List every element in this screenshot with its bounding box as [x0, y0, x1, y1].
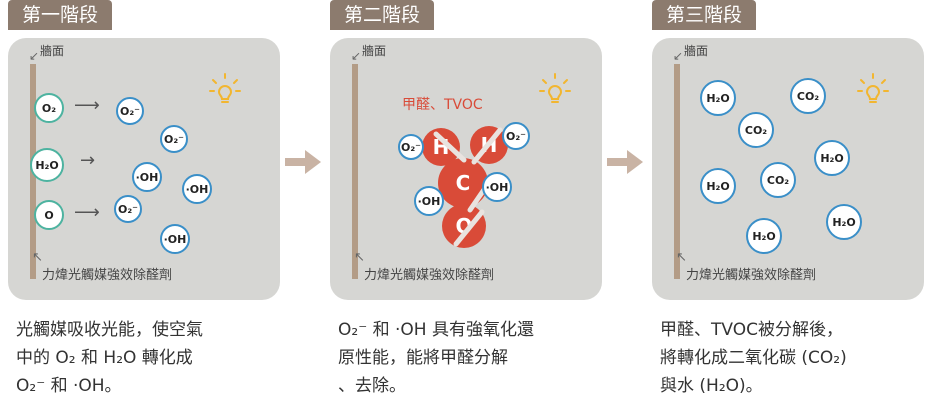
- pointer-arrow-icon: ↙: [673, 49, 684, 63]
- molecule-o2: O₂: [34, 93, 64, 123]
- light-bulb-icon: [209, 73, 241, 103]
- molecule-hydroxyl: ·OH: [160, 224, 190, 254]
- molecule-h2o: H₂O: [746, 218, 782, 254]
- wall-bar: [352, 64, 358, 279]
- catalyst-label: 力煒光觸媒強效除醛劑: [686, 268, 817, 283]
- wall-label: 牆面: [362, 44, 387, 58]
- wall-label: 牆面: [40, 44, 65, 58]
- stage-panel: ↙ 牆面 O₂ ⟶ O₂⁻ O₂⁻ H₂O → ·OH ·OH O ⟶ O₂⁻ …: [8, 38, 280, 300]
- stage-caption: O₂⁻ 和 ·OH 具有強氧化還 原性能，能將甲醛分解 、去除。: [338, 320, 534, 396]
- catalyst-label: 力煒光觸媒強效除醛劑: [42, 268, 173, 283]
- molecule-hydroxyl: ·OH: [182, 174, 212, 204]
- molecule-o: O: [34, 200, 64, 230]
- stage-panel: ↙ 牆面 甲醛、TVOC H H C O O₂⁻ O₂⁻ ·OH ·OH: [330, 38, 602, 300]
- molecule-hydroxyl: ·OH: [482, 172, 512, 202]
- molecule-hydroxyl: ·OH: [414, 186, 444, 216]
- stage-tab: 第三階段: [652, 0, 757, 30]
- right-arrow-icon: →: [80, 150, 96, 171]
- wall-label: 牆面: [684, 44, 709, 58]
- molecule-h2o: H₂O: [826, 204, 862, 240]
- atom-o: O: [442, 204, 486, 248]
- molecule-superoxide: O₂⁻: [160, 125, 188, 153]
- right-arrow-icon: ⟶: [74, 95, 100, 116]
- molecule-superoxide: O₂⁻: [502, 122, 530, 150]
- right-arrow-icon: ⟶: [74, 202, 100, 223]
- stage-panel: ↙ 牆面 H₂O CO₂ CO₂ H₂O H₂O CO₂ H₂O H₂O ↖ 力…: [652, 38, 924, 300]
- molecule-co2: CO₂: [790, 78, 826, 114]
- wall-bar: [674, 64, 680, 279]
- molecule-h2o: H₂O: [814, 140, 850, 176]
- molecule-co2: CO₂: [760, 162, 796, 198]
- flow-arrow-icon: [607, 150, 643, 174]
- light-bulb-icon: [857, 73, 889, 103]
- molecule-hydroxyl: ·OH: [132, 162, 162, 192]
- molecule-h2o: H₂O: [700, 168, 736, 204]
- bond-break-icon: [433, 127, 503, 247]
- stage-tab: 第一階段: [8, 0, 113, 30]
- molecule-h2o: H₂O: [30, 148, 64, 182]
- stage-tab: 第二階段: [330, 0, 435, 30]
- stage-caption: 甲醛、TVOC被分解後， 將轉化成二氧化碳 (CO₂) 與水 (H₂O)。: [660, 320, 847, 396]
- flow-arrow-icon: [285, 150, 321, 174]
- pointer-arrow-icon: ↙: [351, 49, 362, 63]
- molecule-co2: CO₂: [738, 112, 774, 148]
- molecule-superoxide: O₂⁻: [114, 195, 142, 223]
- molecule-superoxide: O₂⁻: [116, 97, 144, 125]
- molecule-h2o: H₂O: [700, 80, 736, 116]
- pointer-arrow-icon: ↖: [676, 250, 687, 265]
- catalyst-label: 力煒光觸媒強效除醛劑: [364, 268, 495, 283]
- stage-caption: 光觸媒吸收光能，使空氣 中的 O₂ 和 H₂O 轉化成 O₂⁻ 和 ·OH。: [16, 320, 203, 396]
- light-bulb-icon: [539, 73, 571, 103]
- pointer-arrow-icon: ↖: [32, 250, 43, 265]
- pointer-arrow-icon: ↖: [354, 250, 365, 265]
- molecule-superoxide: O₂⁻: [398, 134, 424, 160]
- pointer-arrow-icon: ↙: [29, 49, 40, 63]
- pollutant-label: 甲醛、TVOC: [402, 97, 483, 113]
